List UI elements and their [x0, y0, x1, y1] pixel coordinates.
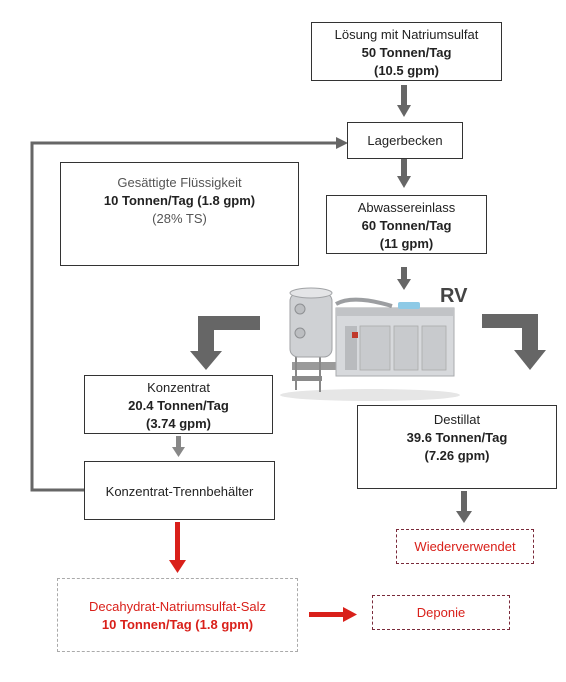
arrow-rv-to-concentrate: [190, 316, 260, 370]
inlet-title: Abwassereinlass: [357, 200, 456, 215]
arrow-solution-to-tank: [397, 85, 411, 117]
rv-label: RV: [440, 285, 468, 307]
salt-title: Decahydrat-Natriumsulfat-Salz: [88, 599, 266, 614]
solution-title: Lösung mit Natriumsulfat: [334, 27, 479, 42]
saturated-rate: 10 Tonnen/Tag (1.8 gpm): [103, 193, 256, 208]
rv-unit-illustration: [280, 287, 460, 401]
solution-flow: (10.5 gpm): [373, 63, 439, 78]
tank-box: Lagerbecken: [347, 122, 463, 159]
separator-title: Konzentrat-Trennbehälter: [105, 484, 254, 499]
saturated-note: (28% TS): [152, 211, 207, 226]
inlet-rate: 60 Tonnen/Tag: [361, 218, 452, 233]
salt-rate: 10 Tonnen/Tag (1.8 gpm): [101, 617, 254, 632]
concentrate-title: Konzentrat: [147, 380, 210, 395]
distillate-title: Destillat: [433, 412, 481, 427]
separator-box: Konzentrat-Trennbehälter: [84, 461, 275, 520]
recirculation-line: [30, 137, 348, 492]
concentrate-box: Konzentrat 20.4 Tonnen/Tag (3.74 gpm): [84, 375, 273, 434]
arrow-rv-to-distillate: [482, 314, 546, 370]
distillate-flow: (7.26 gpm): [424, 448, 490, 463]
saturated-liquid-box: Gesättigte Flüssigkeit 10 Tonnen/Tag (1.…: [60, 162, 299, 266]
inlet-flow: (11 gpm): [379, 236, 434, 251]
arrow-salt-to-landfill: [309, 607, 357, 622]
landfill-box: Deponie: [372, 595, 510, 630]
tank-title: Lagerbecken: [367, 133, 443, 148]
distillate-rate: 39.6 Tonnen/Tag: [406, 430, 508, 445]
solution-rate: 50 Tonnen/Tag: [361, 45, 452, 60]
arrow-distillate-to-reused: [456, 491, 472, 523]
reused-box: Wiederverwendet: [396, 529, 534, 564]
inlet-box: Abwassereinlass 60 Tonnen/Tag (11 gpm): [326, 195, 487, 254]
arrow-concentrate-to-separator: [172, 436, 185, 457]
concentrate-flow: (3.74 gpm): [145, 416, 211, 431]
landfill-title: Deponie: [416, 605, 466, 620]
solution-box: Lösung mit Natriumsulfat 50 Tonnen/Tag (…: [311, 22, 502, 81]
reused-title: Wiederverwendet: [414, 539, 516, 554]
arrow-tank-to-inlet: [397, 158, 411, 188]
distillate-box: Destillat 39.6 Tonnen/Tag (7.26 gpm): [357, 405, 557, 489]
salt-box: Decahydrat-Natriumsulfat-Salz 10 Tonnen/…: [57, 578, 298, 652]
saturated-title: Gesättigte Flüssigkeit: [117, 175, 242, 190]
arrow-inlet-to-rv: [397, 267, 411, 290]
concentrate-rate: 20.4 Tonnen/Tag: [128, 398, 229, 413]
arrow-separator-to-salt: [169, 522, 186, 573]
